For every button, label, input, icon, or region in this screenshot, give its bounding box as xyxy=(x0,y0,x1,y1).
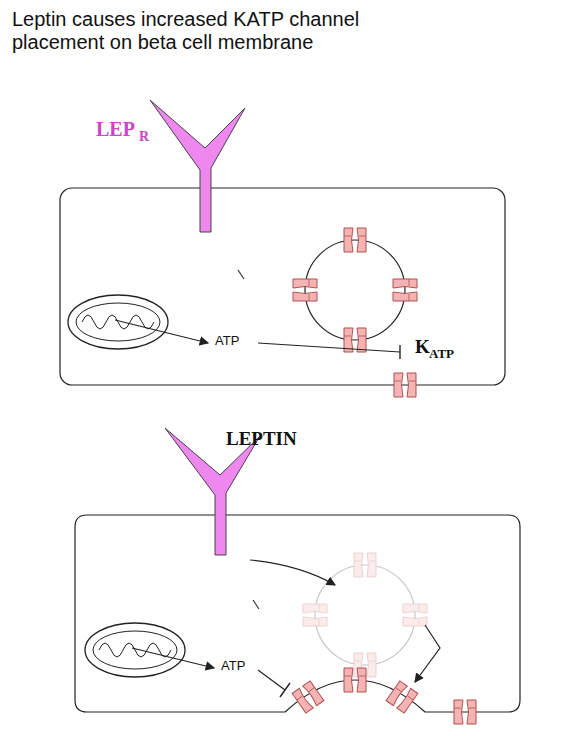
atp-label: ATP xyxy=(221,659,245,674)
beta-cell xyxy=(60,188,505,385)
vesicle xyxy=(305,240,405,340)
receptor-subscript: R xyxy=(139,129,149,145)
faded-vesicle xyxy=(303,553,427,677)
leptin-receptor xyxy=(150,100,245,232)
leptin-label: LEPTIN xyxy=(226,428,297,450)
receptor-label: LEP xyxy=(96,118,135,141)
channel-subscript: ATP xyxy=(429,347,454,362)
atp-label: ATP xyxy=(215,334,239,349)
channel-label: K xyxy=(415,336,430,358)
title: Leptin causes increased KATP channel pla… xyxy=(12,8,432,54)
mitochondrion xyxy=(85,623,185,677)
mitochondrion xyxy=(68,295,168,349)
beta-cell xyxy=(75,515,520,712)
